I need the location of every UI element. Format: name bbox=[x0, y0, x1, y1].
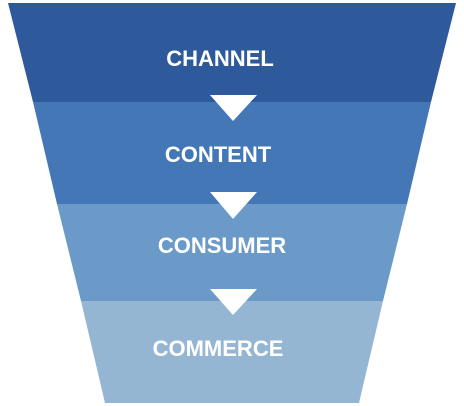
tier-label-content: CONTENT bbox=[165, 142, 272, 167]
tier-label-channel: CHANNEL bbox=[166, 46, 274, 71]
funnel-tier-consumer bbox=[57, 204, 407, 301]
tier-label-commerce: COMMERCE bbox=[153, 336, 284, 361]
funnel-tier-channel bbox=[8, 3, 456, 102]
down-arrow-icon bbox=[210, 192, 257, 219]
funnel-tier-commerce bbox=[81, 301, 383, 403]
tier-label-consumer: CONSUMER bbox=[158, 233, 286, 258]
funnel-tier-content bbox=[33, 102, 431, 204]
down-arrow-icon bbox=[210, 95, 257, 121]
down-arrow-icon bbox=[210, 289, 257, 315]
